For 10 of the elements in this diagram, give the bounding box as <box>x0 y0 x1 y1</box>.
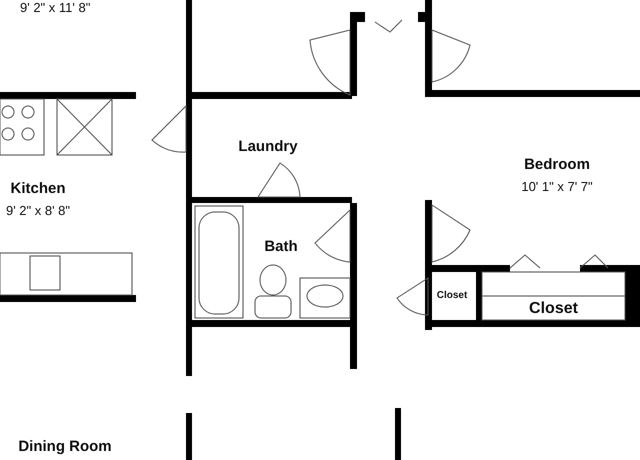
room-name: Laundry <box>237 138 299 155</box>
room-name: Dining Room <box>17 438 113 455</box>
room-dimension: 9' 2" x 11' 8" <box>20 0 90 15</box>
room-name: Closet <box>528 300 579 318</box>
room-dimension: 10' 1" x 7' 7" <box>520 179 594 194</box>
room-name: Bath <box>263 238 299 255</box>
room-dimension: 9' 2" x 8' 8" <box>4 203 72 218</box>
room-name: Closet <box>436 290 468 301</box>
room-name: Kitchen <box>9 180 66 197</box>
room-name: Bedroom <box>523 156 591 173</box>
